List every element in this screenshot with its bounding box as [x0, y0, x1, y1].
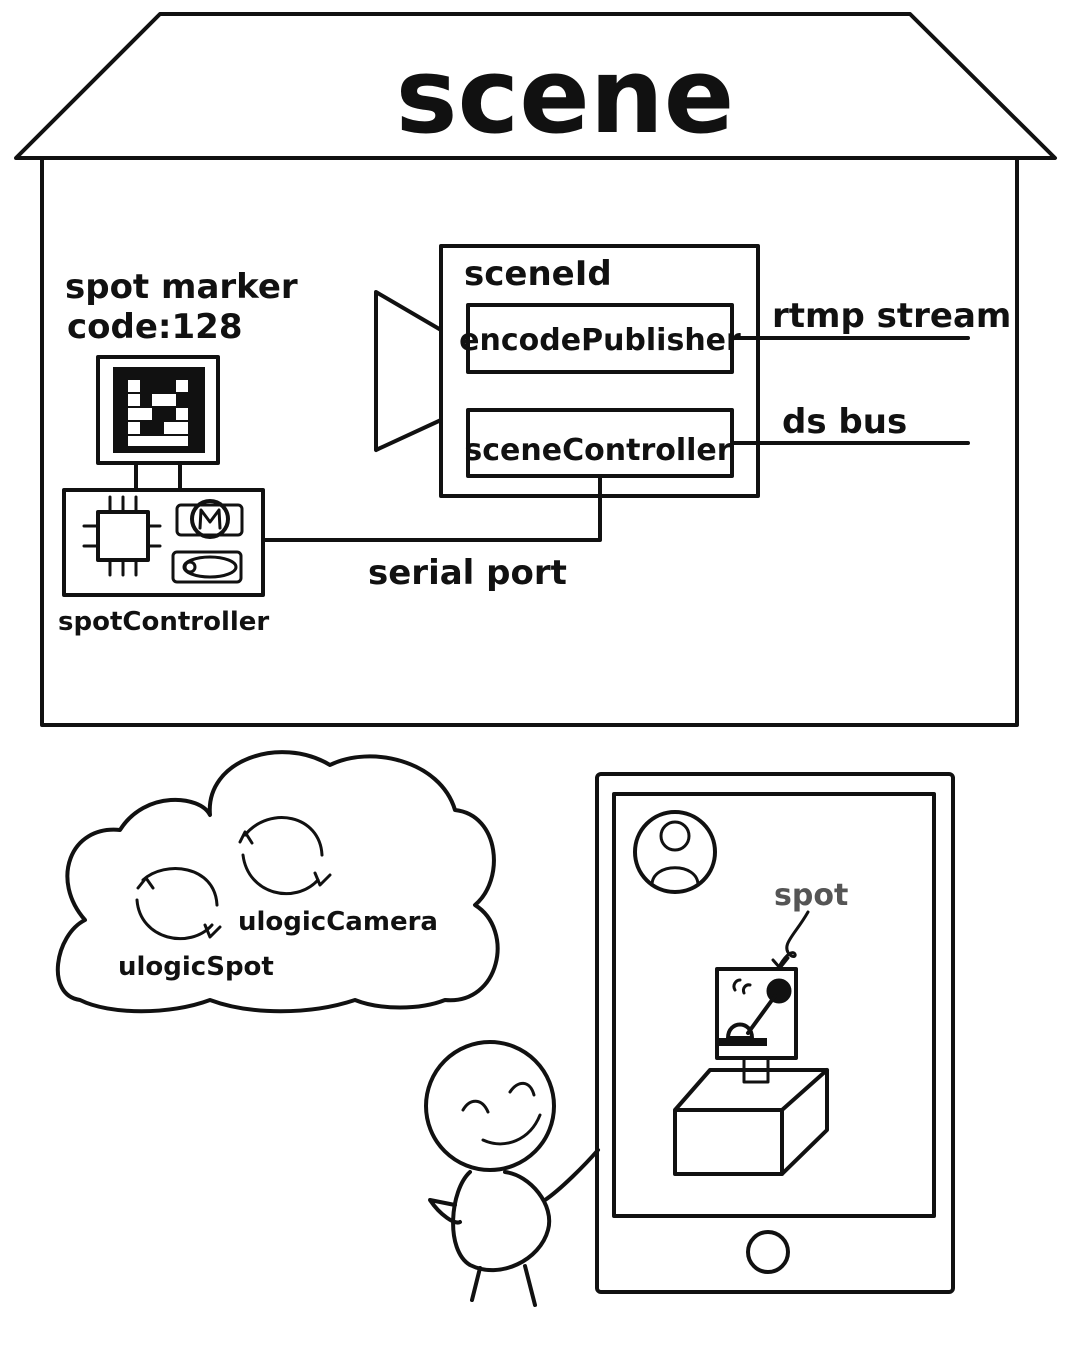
person-left-arm [428, 1198, 462, 1225]
motor-icon [175, 499, 244, 539]
tablet: spot [595, 772, 955, 1294]
spot-marker-label: spot marker [65, 267, 298, 307]
tablet-screen [612, 792, 936, 1218]
chip-icon [82, 495, 162, 577]
spot-controller-board: spotController [58, 488, 269, 637]
ulogic-camera-cycle-icon [238, 816, 332, 896]
camera: sceneId encodePublisher sceneController [374, 244, 760, 498]
spot-controller-label: spotController [58, 607, 269, 637]
spot-marker-code: code:128 [67, 307, 242, 347]
camera-lens [374, 290, 443, 452]
smile [481, 1113, 542, 1146]
serial-port-line [262, 474, 602, 542]
ulogic-camera-label: ulogicCamera [238, 907, 438, 937]
person-head [424, 1040, 556, 1172]
scene-title: scene [396, 35, 735, 157]
rtmp-stream-label: rtmp stream [772, 296, 1011, 336]
scene-house: scene [14, 12, 1057, 727]
encode-publisher-label: encodePublisher [459, 323, 741, 358]
left-eye [461, 1099, 490, 1114]
marker-code-cells [128, 380, 188, 446]
person-legs [470, 1264, 537, 1307]
cloud: ulogicCamera ulogicSpot [55, 750, 500, 1014]
lever-arm [746, 994, 777, 1035]
controller-board [62, 488, 265, 597]
ds-bus-label: ds bus [782, 402, 907, 442]
scene-id-label: sceneId [464, 254, 612, 294]
serial-port-label: serial port [368, 553, 567, 593]
right-eye [508, 1081, 536, 1097]
servo-icon [171, 550, 243, 584]
ulogic-spot-label: ulogicSpot [118, 952, 274, 982]
marker-screen [96, 355, 220, 465]
lever-base [726, 1022, 754, 1040]
person-body [451, 1170, 552, 1272]
spot-box [673, 1068, 829, 1176]
house-body [40, 156, 1019, 727]
user-avatar-icon[interactable] [633, 810, 717, 894]
spot-device-video [673, 967, 829, 1176]
ulogic-spot-cycle-icon [135, 867, 222, 941]
spot-marker-monitor [96, 355, 220, 492]
cloud-outline [55, 750, 500, 1014]
house-roof [14, 12, 1057, 160]
signal-marks [732, 978, 752, 995]
lever-plate [719, 1038, 767, 1046]
scene-controller-label: sceneController [464, 433, 731, 468]
home-button[interactable] [746, 1230, 790, 1274]
person [424, 1040, 600, 1307]
tablet-frame [595, 772, 955, 1294]
spot-label: spot [774, 878, 848, 913]
person-right-arm [543, 1148, 600, 1202]
spot-pointer-arrow [778, 910, 810, 967]
